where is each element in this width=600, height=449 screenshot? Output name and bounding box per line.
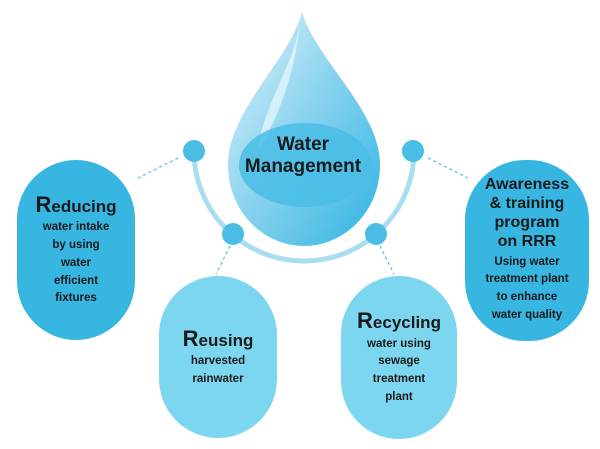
awareness-line: water quality: [491, 309, 563, 322]
reusing-line: harvested: [190, 354, 246, 367]
arc-dot-reducing: [183, 140, 205, 162]
recycling-line: water using: [367, 337, 431, 350]
water-drop-label-area: [239, 123, 371, 207]
leader-line-awareness: [427, 157, 469, 179]
reducing-description: water intake by using water efficient fi…: [43, 219, 109, 308]
reducing-line: water: [60, 256, 92, 269]
recycling-description: water using sewage treatment plant: [367, 336, 431, 407]
arc-dot-recycling: [365, 223, 387, 245]
connector-arc: [191, 148, 417, 264]
leader-line-reusing: [215, 245, 231, 275]
awareness-line: Using water: [494, 255, 560, 268]
leader-line-reducing: [137, 157, 179, 179]
reducing-line: by using: [52, 238, 100, 251]
recycling-node: Recycling water using sewage treatment p…: [341, 276, 457, 439]
awareness-heading-line: & training: [489, 195, 565, 212]
reducing-line: efficient: [53, 274, 99, 287]
reducing-line: water intake: [42, 221, 110, 234]
recycling-line: plant: [385, 390, 413, 403]
awareness-description: Using water treatment plant to enhance w…: [485, 254, 568, 325]
reusing-heading-rest: eusing: [198, 330, 254, 350]
awareness-node: Awareness & training program on RRR Usin…: [465, 160, 589, 341]
reusing-description: harvested rainwater: [191, 353, 245, 389]
reusing-node: Reusing harvested rainwater: [159, 276, 277, 438]
arc-dot-reusing: [222, 223, 244, 245]
reusing-heading: Reusing: [183, 326, 254, 351]
arc-dot-awareness: [402, 140, 424, 162]
water-drop-highlight: [258, 22, 300, 150]
reducing-initial: R: [35, 191, 52, 217]
recycling-heading: Recycling: [357, 308, 441, 333]
awareness-heading-line: program: [494, 213, 560, 231]
recycling-heading-rest: ecycling: [372, 313, 441, 333]
center-title-line2: Management: [244, 155, 362, 177]
recycling-initial: R: [357, 308, 373, 334]
reducing-heading: Reducing: [35, 192, 116, 217]
reducing-line: fixtures: [55, 292, 97, 305]
reducing-heading-rest: educing: [51, 196, 117, 216]
center-title: Water Management: [230, 134, 376, 178]
awareness-heading-line: Awareness: [484, 176, 570, 194]
awareness-line: treatment plant: [485, 273, 569, 286]
leader-line-recycling: [379, 245, 395, 275]
reducing-node: Reducing water intake by using water eff…: [17, 160, 135, 340]
awareness-heading-line: on RRR: [497, 232, 557, 250]
reusing-initial: R: [182, 325, 199, 351]
awareness-heading: Awareness & training program on RRR: [485, 176, 569, 252]
awareness-line: to enhance: [496, 291, 558, 304]
reusing-line: rainwater: [192, 372, 244, 385]
center-title-line1: Water: [276, 134, 330, 155]
recycling-line: treatment: [372, 373, 426, 386]
recycling-line: sewage: [378, 355, 420, 368]
